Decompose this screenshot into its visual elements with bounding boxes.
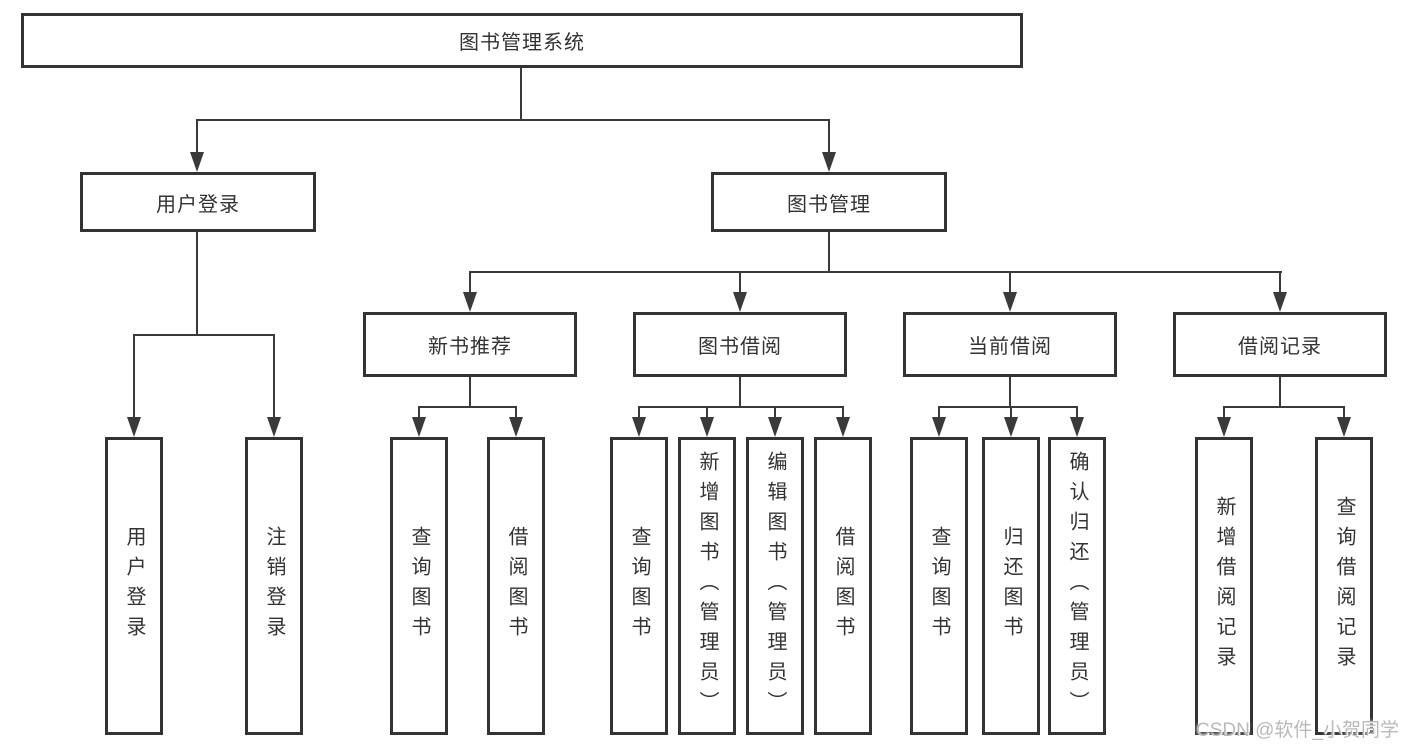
connector-root-stem	[520, 68, 522, 120]
connector-to-user-login	[196, 119, 198, 153]
connector-leaf	[842, 406, 844, 418]
leaf-edit-books-admin-label: 编辑图书（管理员）	[764, 451, 786, 721]
connector-leaf	[1223, 406, 1225, 418]
arrowhead-down-icon	[1004, 417, 1018, 437]
connector-to-leaf-user-login	[133, 334, 135, 418]
node-book-borrow: 图书借阅	[633, 312, 847, 377]
arrowhead-down-icon	[632, 417, 646, 437]
node-root: 图书管理系统	[21, 13, 1023, 68]
leaf-recommend-query-books-label: 查询图书	[408, 526, 430, 646]
arrowhead-down-icon	[822, 152, 836, 172]
leaf-borrow-query-books-label: 查询图书	[628, 526, 650, 646]
connector-book-borrow-bus	[638, 406, 844, 408]
arrowhead-down-icon	[1003, 292, 1017, 312]
arrowhead-down-icon	[836, 417, 850, 437]
connector-leaf	[774, 406, 776, 418]
arrowhead-down-icon	[1273, 292, 1287, 312]
csdn-watermark: CSDN @软件_小贺同学	[1196, 720, 1399, 741]
connector-to-borrow-records	[1279, 271, 1281, 293]
arrowhead-down-icon	[463, 292, 477, 312]
leaf-borrow-query-books: 查询图书	[610, 437, 668, 735]
arrowhead-down-icon	[267, 417, 281, 437]
leaf-recommend-query-books: 查询图书	[390, 437, 448, 735]
connector-to-current-borrow	[1009, 271, 1011, 293]
connector-leaf	[706, 406, 708, 418]
leaf-recommend-borrow-books-label: 借阅图书	[505, 526, 527, 646]
leaf-return-books: 归还图书	[982, 437, 1040, 735]
connector-level3-bus	[469, 271, 1282, 273]
leaf-user-login: 用户登录	[105, 437, 163, 735]
leaf-current-query-books-label: 查询图书	[928, 526, 950, 646]
leaf-confirm-return-admin-label: 确认归还（管理员）	[1066, 451, 1088, 721]
connector-borrow-records-bus	[1223, 406, 1345, 408]
connector-leaf	[1010, 406, 1012, 418]
arrowhead-down-icon	[733, 292, 747, 312]
connector-to-book-borrow	[739, 271, 741, 293]
node-current-borrow: 当前借阅	[903, 312, 1117, 377]
arrowhead-down-icon	[127, 417, 141, 437]
node-book-management: 图书管理	[711, 172, 947, 232]
arrowhead-down-icon	[768, 417, 782, 437]
leaf-edit-books-admin: 编辑图书（管理员）	[746, 437, 804, 735]
arrowhead-down-icon	[1070, 417, 1084, 437]
connector-leaf	[938, 406, 940, 418]
arrowhead-down-icon	[932, 417, 946, 437]
node-new-book-recommend-label: 新书推荐	[428, 336, 512, 358]
leaf-confirm-return-admin: 确认归还（管理员）	[1048, 437, 1106, 735]
leaf-query-borrow-record: 查询借阅记录	[1315, 437, 1373, 735]
connector-leaf	[1343, 406, 1345, 418]
connector-borrow-records-stem	[1279, 377, 1281, 408]
leaf-recommend-borrow-books: 借阅图书	[487, 437, 545, 735]
connector-current-borrow-bus	[938, 406, 1078, 408]
connector-to-leaf-logout	[273, 334, 275, 418]
node-current-borrow-label: 当前借阅	[968, 336, 1052, 358]
arrowhead-down-icon	[1217, 417, 1231, 437]
node-borrow-records: 借阅记录	[1173, 312, 1387, 377]
leaf-borrow-books-label: 借阅图书	[832, 526, 854, 646]
connector-leaf	[515, 406, 517, 418]
connector-book-borrow-stem	[739, 377, 741, 408]
connector-level2-bus	[196, 119, 830, 121]
connector-to-book-management	[828, 119, 830, 153]
leaf-borrow-books: 借阅图书	[814, 437, 872, 735]
leaf-add-books-admin-label: 新增图书（管理员）	[696, 451, 718, 721]
leaf-add-books-admin: 新增图书（管理员）	[678, 437, 736, 735]
connector-user-login-stem	[196, 232, 198, 336]
node-book-management-label: 图书管理	[787, 193, 871, 216]
arrowhead-down-icon	[1337, 417, 1351, 437]
arrowhead-down-icon	[509, 417, 523, 437]
arrowhead-down-icon	[190, 152, 204, 172]
node-book-borrow-label: 图书借阅	[698, 336, 782, 358]
connector-user-login-bus	[133, 334, 275, 336]
leaf-logout-label: 注销登录	[263, 526, 285, 646]
leaf-query-borrow-record-label: 查询借阅记录	[1333, 496, 1355, 676]
connector-current-borrow-stem	[1009, 377, 1011, 408]
connector-new-book-bus	[418, 406, 517, 408]
connector-to-new-book	[469, 271, 471, 293]
node-new-book-recommend: 新书推荐	[363, 312, 577, 377]
leaf-current-query-books: 查询图书	[910, 437, 968, 735]
connector-leaf	[1076, 406, 1078, 418]
connector-book-management-stem	[828, 232, 830, 273]
connector-leaf	[418, 406, 420, 418]
leaf-user-login-label: 用户登录	[123, 526, 145, 646]
node-borrow-records-label: 借阅记录	[1238, 336, 1322, 358]
node-user-login-label: 用户登录	[156, 193, 240, 216]
node-root-label: 图书管理系统	[459, 32, 585, 54]
leaf-add-borrow-record-label: 新增借阅记录	[1213, 496, 1235, 676]
leaf-return-books-label: 归还图书	[1000, 526, 1022, 646]
arrowhead-down-icon	[700, 417, 714, 437]
connector-new-book-stem	[469, 377, 471, 408]
connector-leaf	[638, 406, 640, 418]
leaf-logout: 注销登录	[245, 437, 303, 735]
node-user-login: 用户登录	[80, 172, 316, 232]
arrowhead-down-icon	[412, 417, 426, 437]
leaf-add-borrow-record: 新增借阅记录	[1195, 437, 1253, 735]
